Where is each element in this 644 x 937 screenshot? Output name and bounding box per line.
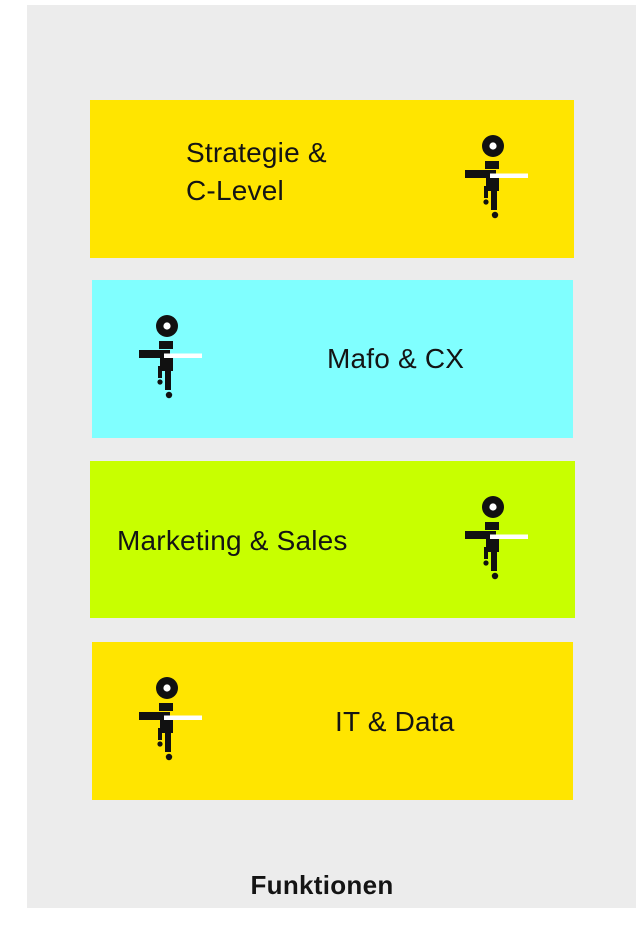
card-label: IT & Data — [335, 706, 455, 737]
person-icon — [462, 491, 532, 591]
person-icon — [136, 310, 206, 410]
card-label: Strategie & C-Level — [186, 137, 327, 206]
person-icon — [136, 672, 206, 772]
card-marketing-sales[interactable]: Marketing & Sales — [90, 461, 575, 618]
card-label: Mafo & CX — [327, 343, 465, 374]
card-it-data[interactable]: IT & Data — [92, 642, 573, 800]
card-strategie-c-level[interactable]: Strategie & C-Level — [90, 100, 574, 258]
card-mafo-cx[interactable]: Mafo & CX — [92, 280, 573, 438]
footer-title: Funktionen — [250, 870, 394, 900]
card-label: Marketing & Sales — [117, 525, 348, 556]
person-icon — [462, 130, 532, 230]
